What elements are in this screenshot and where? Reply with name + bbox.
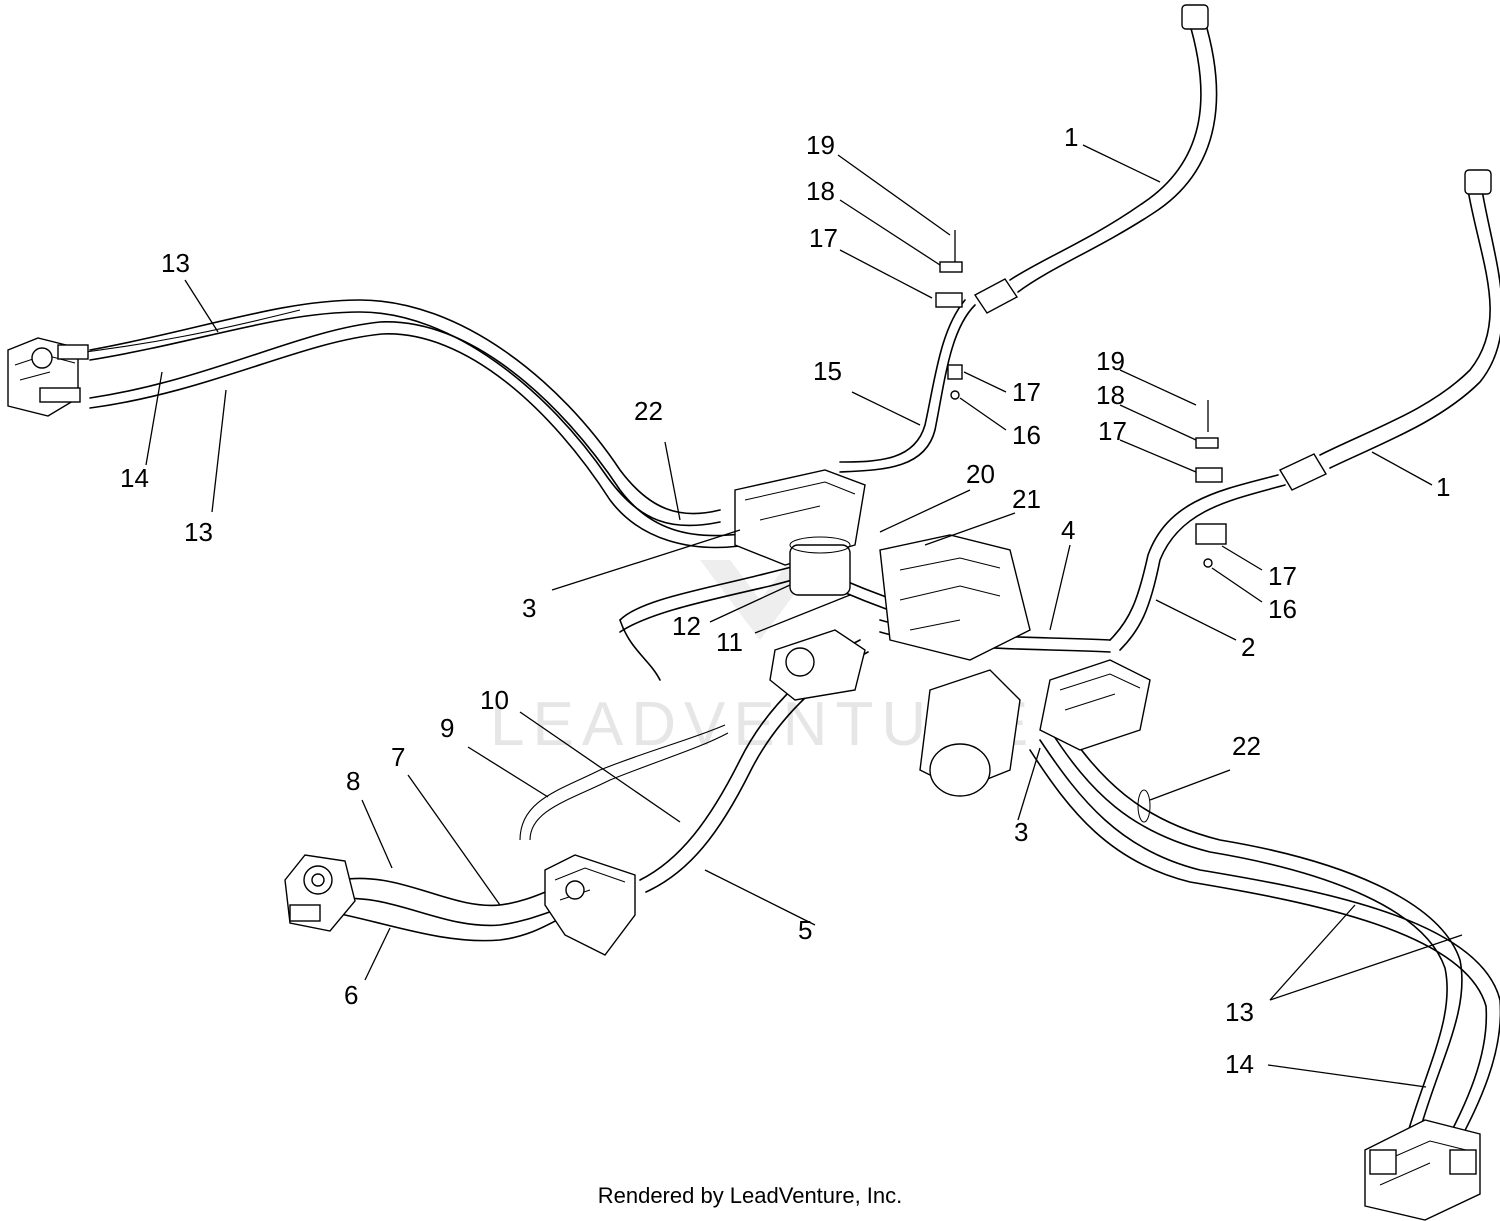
clamp-set-right	[1195, 400, 1227, 568]
callout-19-right: 19	[1096, 346, 1125, 376]
left-wheel-motor	[7, 337, 89, 417]
callout-4: 4	[1061, 515, 1075, 545]
callout-22-right: 22	[1232, 731, 1261, 761]
callout-2: 2	[1241, 632, 1255, 662]
callout-3-upper: 3	[522, 593, 536, 623]
callout-17-left-b: 17	[1012, 377, 1041, 407]
callout-18-left: 18	[806, 176, 835, 206]
right-wheel-motor	[1364, 1119, 1481, 1221]
callout-18-right: 18	[1096, 380, 1125, 410]
callout-10: 10	[480, 685, 509, 715]
callout-6: 6	[344, 980, 358, 1010]
callout-22-left: 22	[634, 396, 663, 426]
callout-15: 15	[813, 356, 842, 386]
callout-14-right: 14	[1225, 1049, 1254, 1079]
hose-2	[1109, 474, 1286, 651]
hose-15	[839, 299, 976, 473]
callout-5: 5	[798, 915, 812, 945]
callouts: 1 1 19 18 17 13 15 17 16 19 18 17 22 14 …	[120, 122, 1450, 1079]
callout-12: 12	[672, 611, 701, 641]
callout-3-lower: 3	[1014, 817, 1028, 847]
callout-1-right: 1	[1436, 472, 1450, 502]
callout-13-bottom-left: 13	[184, 517, 213, 547]
callout-17-right-b: 17	[1268, 561, 1297, 591]
callout-19-left: 19	[806, 130, 835, 160]
callout-16-right: 16	[1268, 594, 1297, 624]
callout-11: 11	[716, 627, 743, 657]
callout-21: 21	[1012, 484, 1041, 514]
credit-text: Rendered by LeadVenture, Inc.	[597, 1183, 903, 1208]
callout-1-top: 1	[1064, 122, 1078, 152]
callout-8: 8	[346, 766, 360, 796]
callout-13-right: 13	[1225, 997, 1254, 1027]
clamp-set-left	[935, 230, 963, 400]
callout-17-left-a: 17	[809, 223, 838, 253]
hoses-13-14-left	[59, 299, 741, 549]
rear-left-valve	[544, 854, 636, 956]
hose-1-right	[1279, 169, 1500, 491]
leader-lines	[145, 144, 1463, 1088]
callout-13-top-left: 13	[161, 248, 190, 278]
callout-17-right-a: 17	[1098, 416, 1127, 446]
callout-7: 7	[391, 742, 405, 772]
callout-14-left: 14	[120, 463, 149, 493]
rear-left-motor	[284, 854, 356, 932]
callout-20: 20	[966, 459, 995, 489]
callout-16-left: 16	[1012, 420, 1041, 450]
callout-9: 9	[440, 713, 454, 743]
hoses-13-14-right	[1029, 719, 1500, 1151]
central-pump-assembly	[734, 469, 1151, 797]
hose-1-left	[973, 4, 1218, 314]
